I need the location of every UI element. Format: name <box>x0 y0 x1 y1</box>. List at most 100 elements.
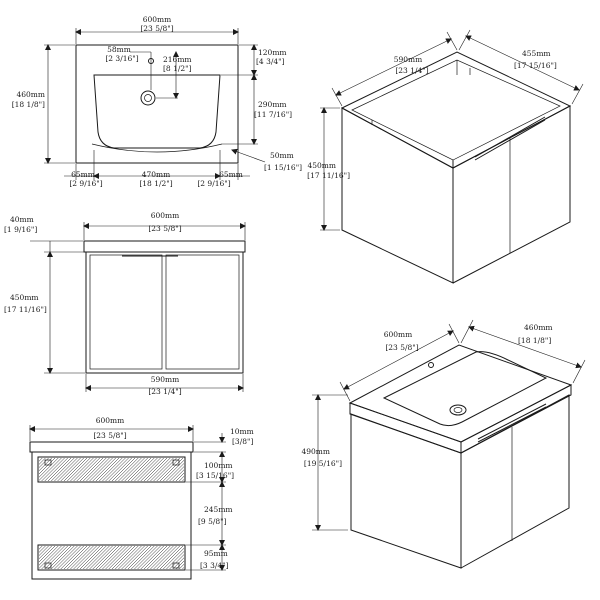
hatch-line <box>39 458 52 472</box>
hatch-line <box>124 458 148 481</box>
hatch-line <box>124 546 148 569</box>
hatch-line <box>67 546 91 569</box>
vanity-height-in: [19 5/16"] <box>304 459 342 468</box>
section-upper-hatch <box>39 458 184 481</box>
hatch-line <box>147 458 171 481</box>
hatch-line <box>153 546 177 569</box>
hatch-line <box>39 458 40 459</box>
front-countertop <box>83 240 246 253</box>
cab-depth-mm: 455mm <box>522 49 551 58</box>
door-handle <box>474 119 546 161</box>
hatch-line <box>63 458 88 481</box>
basin-depth-mm: 290mm <box>258 100 287 109</box>
left-margin-mm: 65mm <box>71 170 95 179</box>
hatch-line <box>169 554 184 569</box>
hatch-line <box>179 475 184 481</box>
drain-inner-icon <box>144 94 152 102</box>
section-lower-panel <box>37 544 186 571</box>
hatch-line <box>47 458 72 481</box>
top-width-in: [23 5/8"] <box>140 24 173 33</box>
front-height-mm: 450mm <box>10 293 39 302</box>
hatch-line <box>86 458 110 481</box>
back-gap-mm: 120mm <box>258 48 287 57</box>
hatch-line <box>108 458 132 481</box>
hatch-line <box>86 546 110 569</box>
hatch-line <box>131 458 155 481</box>
hatch-line <box>159 546 184 569</box>
front-cab-width-in: [23 1/4"] <box>148 387 181 396</box>
hatch-line <box>89 458 113 481</box>
hatch-line <box>54 458 78 481</box>
vanity-cabinet-front <box>350 413 462 569</box>
hatch-line <box>159 458 184 481</box>
section-view: 600mm [23 5/8"] 10mm [3/8"] 100mm [3 15/… <box>29 416 254 580</box>
front-width-in: [23 5/8"] <box>148 224 181 233</box>
hatch-line <box>39 458 59 478</box>
hatch-line <box>140 458 164 481</box>
hatch-line <box>54 546 78 569</box>
hatch-line <box>108 546 132 569</box>
hatch-line <box>39 458 43 462</box>
vanity-iso-view: 600mm [23 5/8"] 460mm [18 1/8"] 490mm [1… <box>301 319 586 569</box>
hatch-line <box>156 458 180 481</box>
hatch-line <box>115 458 139 481</box>
top-outline <box>75 44 239 164</box>
cab-width-mm: 590mm <box>394 55 423 64</box>
section-middle-mm: 245mm <box>204 505 233 514</box>
front-cabinet <box>85 251 244 374</box>
section-width-mm: 600mm <box>96 416 125 425</box>
drain-y-in: [8 1/2"] <box>163 64 192 73</box>
hatch-line <box>79 546 104 569</box>
hatch-line <box>143 458 168 481</box>
front-gap-mm: 50mm <box>270 151 294 160</box>
front-door-right <box>165 254 240 370</box>
drain-y-mm: 216mm <box>163 55 192 64</box>
cab-width-in: [23 1/4"] <box>395 66 428 75</box>
hatch-line <box>41 458 65 481</box>
hatch-line <box>44 458 68 481</box>
hatch-line <box>79 458 104 481</box>
section-top-in: [3/8"] <box>232 437 253 446</box>
hatch-line <box>134 458 158 481</box>
hatch-line <box>76 546 100 569</box>
section-upper-panel <box>37 456 186 483</box>
hatch-line <box>39 458 46 465</box>
cabinet-iso-view: 590mm [23 1/4"] 455mm [17 15/16"] 450mm … <box>307 29 584 284</box>
front-height-in: [17 11/16"] <box>4 305 47 314</box>
hatch-line <box>39 546 62 569</box>
hatch-line <box>169 466 184 481</box>
top-depth-mm: 460mm <box>16 90 45 99</box>
cabinet-front-face <box>341 107 454 284</box>
drain-icon <box>140 90 156 106</box>
hatch-line <box>51 546 75 569</box>
hatch-line <box>39 546 46 553</box>
hatch-line <box>150 546 174 569</box>
section-lower-in: [3 3/4"] <box>200 561 229 570</box>
hatch-line <box>150 458 174 481</box>
right-margin-mm: 65mm <box>219 170 243 179</box>
front-cab-width-mm: 590mm <box>151 375 180 384</box>
front-gap-in: [1 15/16"] <box>264 163 302 172</box>
hatch-line <box>134 546 158 569</box>
right-margin-in: [2 9/16"] <box>197 179 230 188</box>
hatch-line <box>131 546 155 569</box>
hatch-line <box>60 546 84 569</box>
hatch-line <box>83 458 107 481</box>
hatch-line <box>76 458 100 481</box>
hatch-line <box>70 546 94 569</box>
left-margin-in: [2 9/16"] <box>69 179 102 188</box>
cab-depth-in: [17 15/16"] <box>514 61 557 70</box>
top-width-mm: 600mm <box>143 15 172 24</box>
hatch-line <box>127 458 152 481</box>
hatch-line <box>118 546 142 569</box>
vanity-width-mm: 600mm <box>384 330 413 339</box>
hatch-line <box>137 546 161 569</box>
hatch-line <box>39 458 56 475</box>
vanity-drain-icon <box>449 404 467 416</box>
hatch-line <box>105 458 129 481</box>
hatch-line <box>39 546 43 550</box>
drain-x-mm: 58mm <box>107 45 131 54</box>
hatch-line <box>41 546 65 569</box>
drain-x-in: [2 3/16"] <box>105 54 138 63</box>
hatch-line <box>118 458 142 481</box>
